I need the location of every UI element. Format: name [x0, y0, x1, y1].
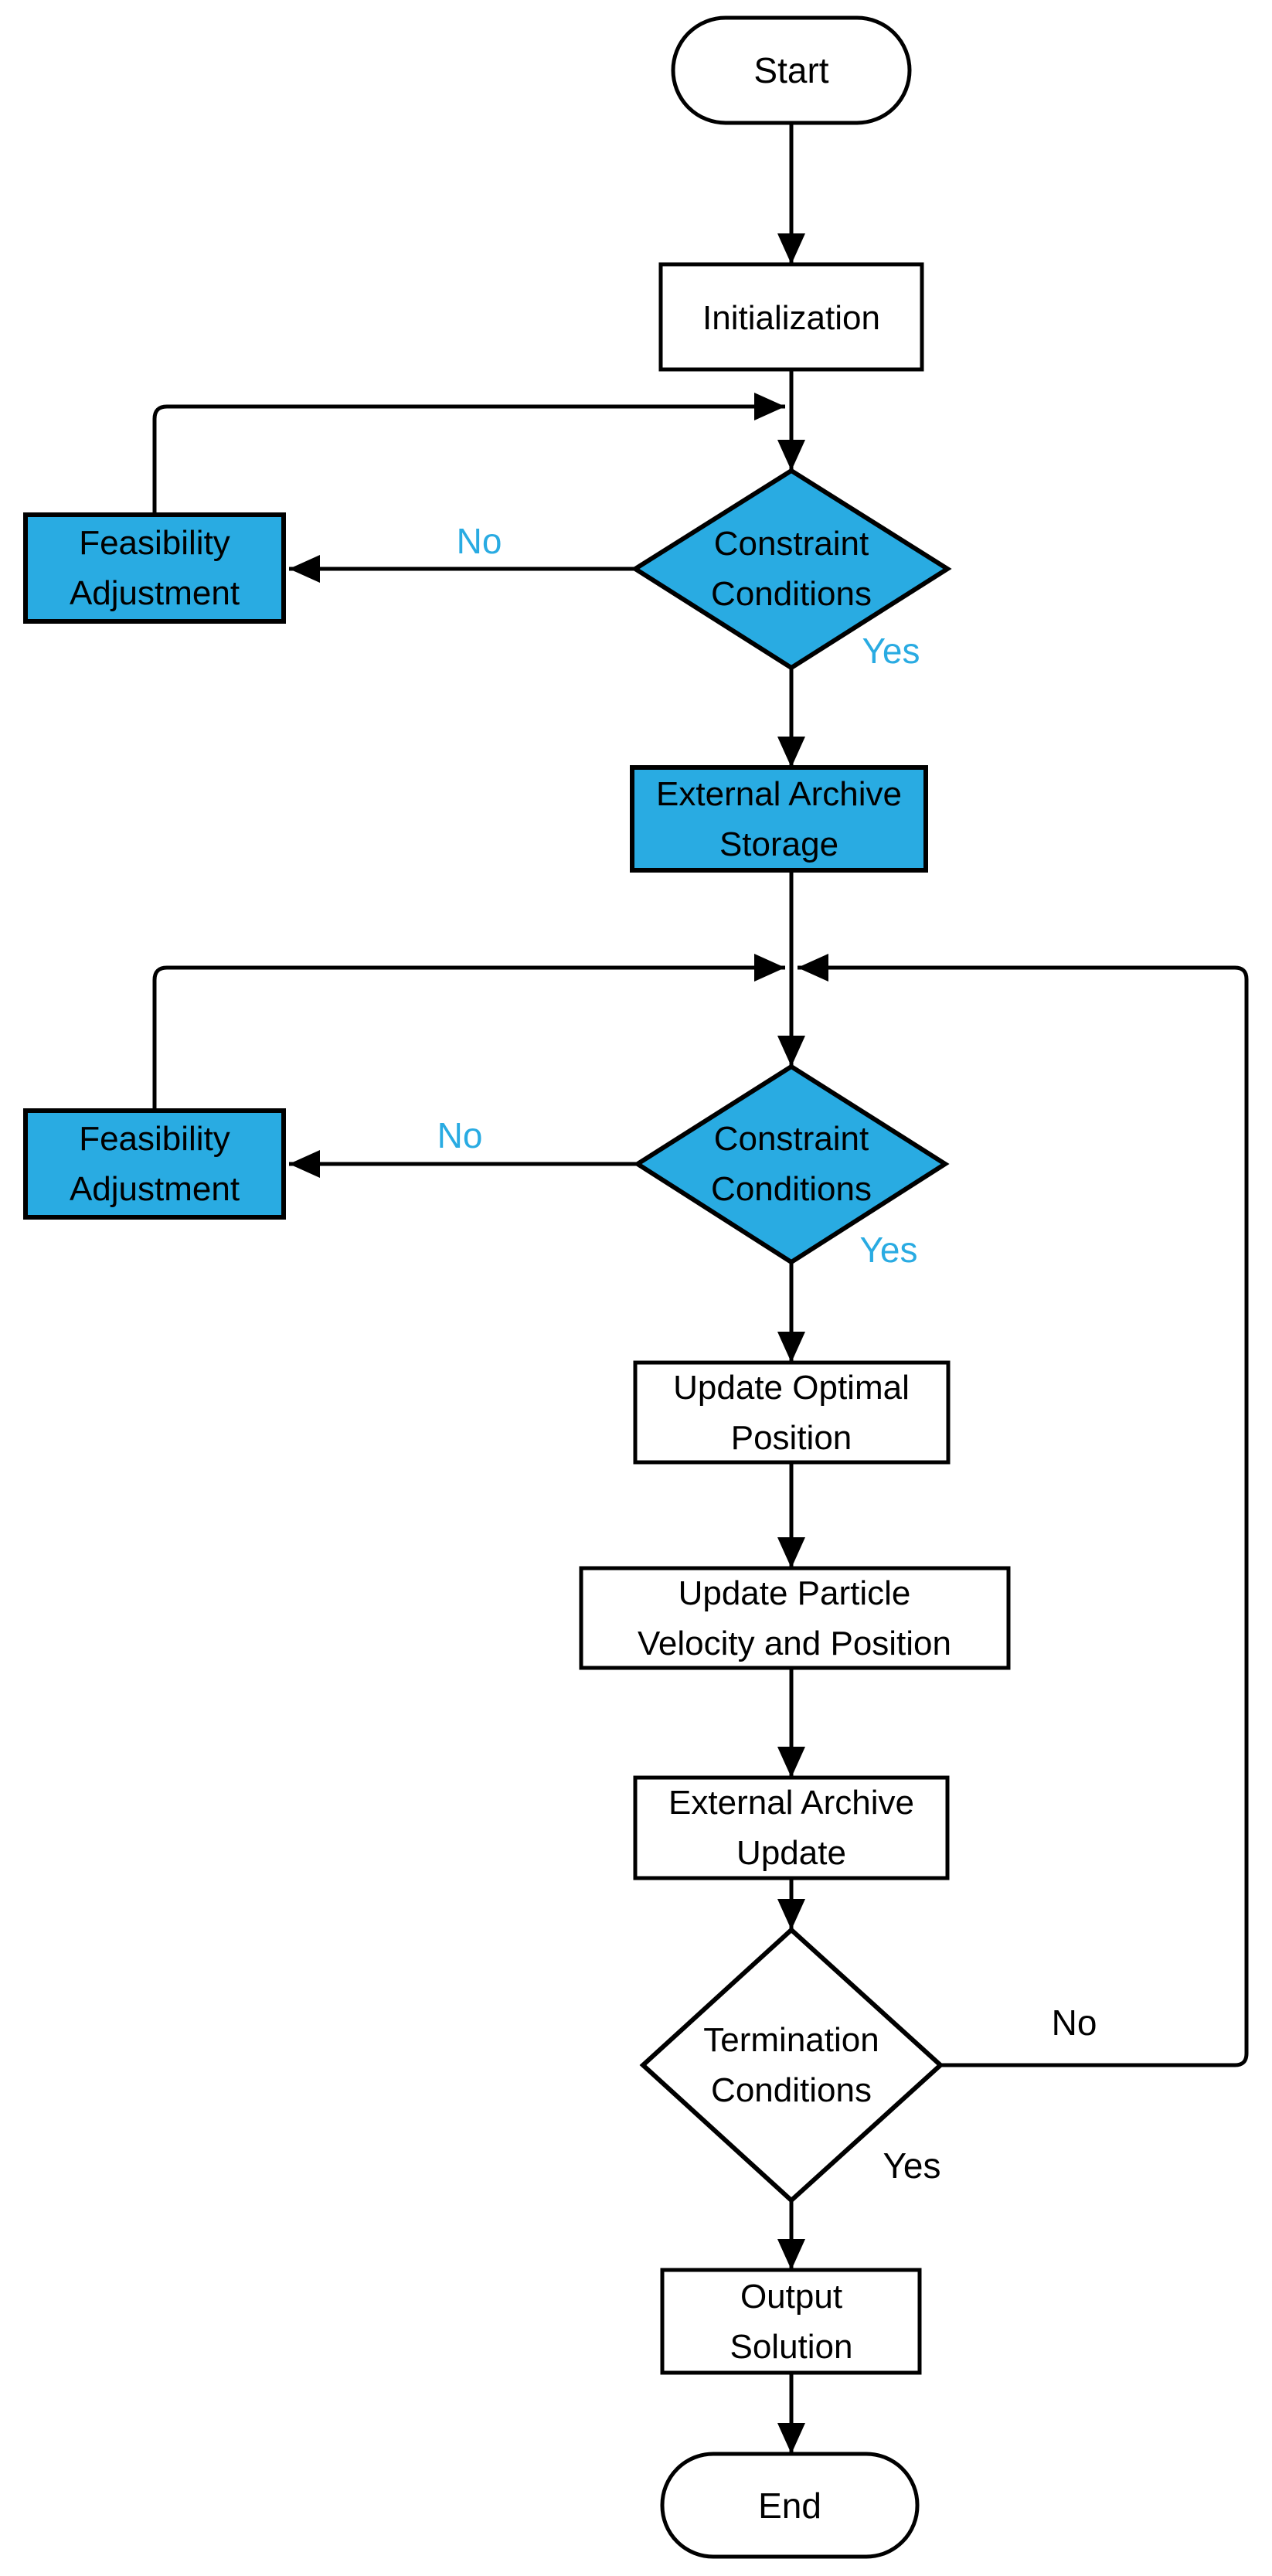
external-archive-storage-label-line1: External Archive [656, 775, 902, 813]
output-solution-label-line2: Solution [730, 2328, 852, 2366]
start-node [671, 15, 912, 125]
update-particle-velocity-label-line2: Velocity and Position [638, 1625, 951, 1662]
constraint-conditions-1-label-line2: Conditions [711, 575, 872, 613]
edge-label-yes-constraint-2: Yes [859, 1230, 917, 1270]
update-particle-velocity-node [579, 1566, 1011, 1670]
feasibility-adjustment-2-node [23, 1108, 286, 1220]
edge-feasibility1-loop-back [152, 393, 785, 515]
feasibility-adjustment-1-node [23, 512, 286, 624]
edge-label-no-constraint-1: No [457, 521, 502, 561]
edge-label-yes-constraint-1: Yes [862, 631, 920, 671]
feasibility-adjustment-1-label-line2: Adjustment [70, 574, 240, 612]
initialization-label: Initialization [702, 299, 880, 337]
update-particle-velocity-label-line1: Update Particle [679, 1574, 911, 1612]
external-archive-storage-node [630, 765, 928, 873]
constraint-conditions-2-label-line1: Constraint [714, 1120, 869, 1158]
feasibility-adjustment-1-label-line1: Feasibility [79, 524, 230, 562]
external-archive-update-label-line1: External Archive [668, 1784, 914, 1822]
output-solution-label-line1: Output [740, 2278, 842, 2316]
edge-termination-no-loop-back [798, 954, 1249, 2067]
edge-feasibility2-loop-back [152, 954, 785, 1111]
feasibility-adjustment-2-label-line2: Adjustment [70, 1170, 240, 1208]
start-label: Start [753, 50, 828, 90]
update-optimal-position-label-line1: Update Optimal [673, 1369, 910, 1407]
constraint-conditions-1-node [631, 468, 952, 671]
termination-conditions-label-line2: Conditions [711, 2071, 872, 2109]
initialization-node [658, 262, 924, 372]
output-solution-node [660, 2268, 922, 2375]
end-label: End [758, 2486, 821, 2526]
constraint-conditions-2-label-line2: Conditions [711, 1170, 872, 1208]
edge-label-no-termination: No [1052, 2003, 1097, 2043]
edge-label-yes-termination: Yes [883, 2146, 940, 2186]
end-node [660, 2452, 920, 2559]
constraint-conditions-2-node [633, 1063, 950, 1265]
external-archive-storage-label-line2: Storage [719, 825, 838, 863]
feasibility-adjustment-2-label-line1: Feasibility [79, 1120, 230, 1158]
external-archive-update-node [633, 1775, 950, 1880]
edge-label-no-constraint-2: No [437, 1115, 483, 1155]
constraint-conditions-1-label-line1: Constraint [714, 525, 869, 563]
update-optimal-position-node [633, 1360, 951, 1465]
external-archive-update-label-line2: Update [736, 1834, 846, 1872]
termination-conditions-node [639, 1926, 944, 2204]
update-optimal-position-label-line2: Position [731, 1419, 852, 1457]
termination-conditions-label-line1: Termination [703, 2021, 879, 2059]
